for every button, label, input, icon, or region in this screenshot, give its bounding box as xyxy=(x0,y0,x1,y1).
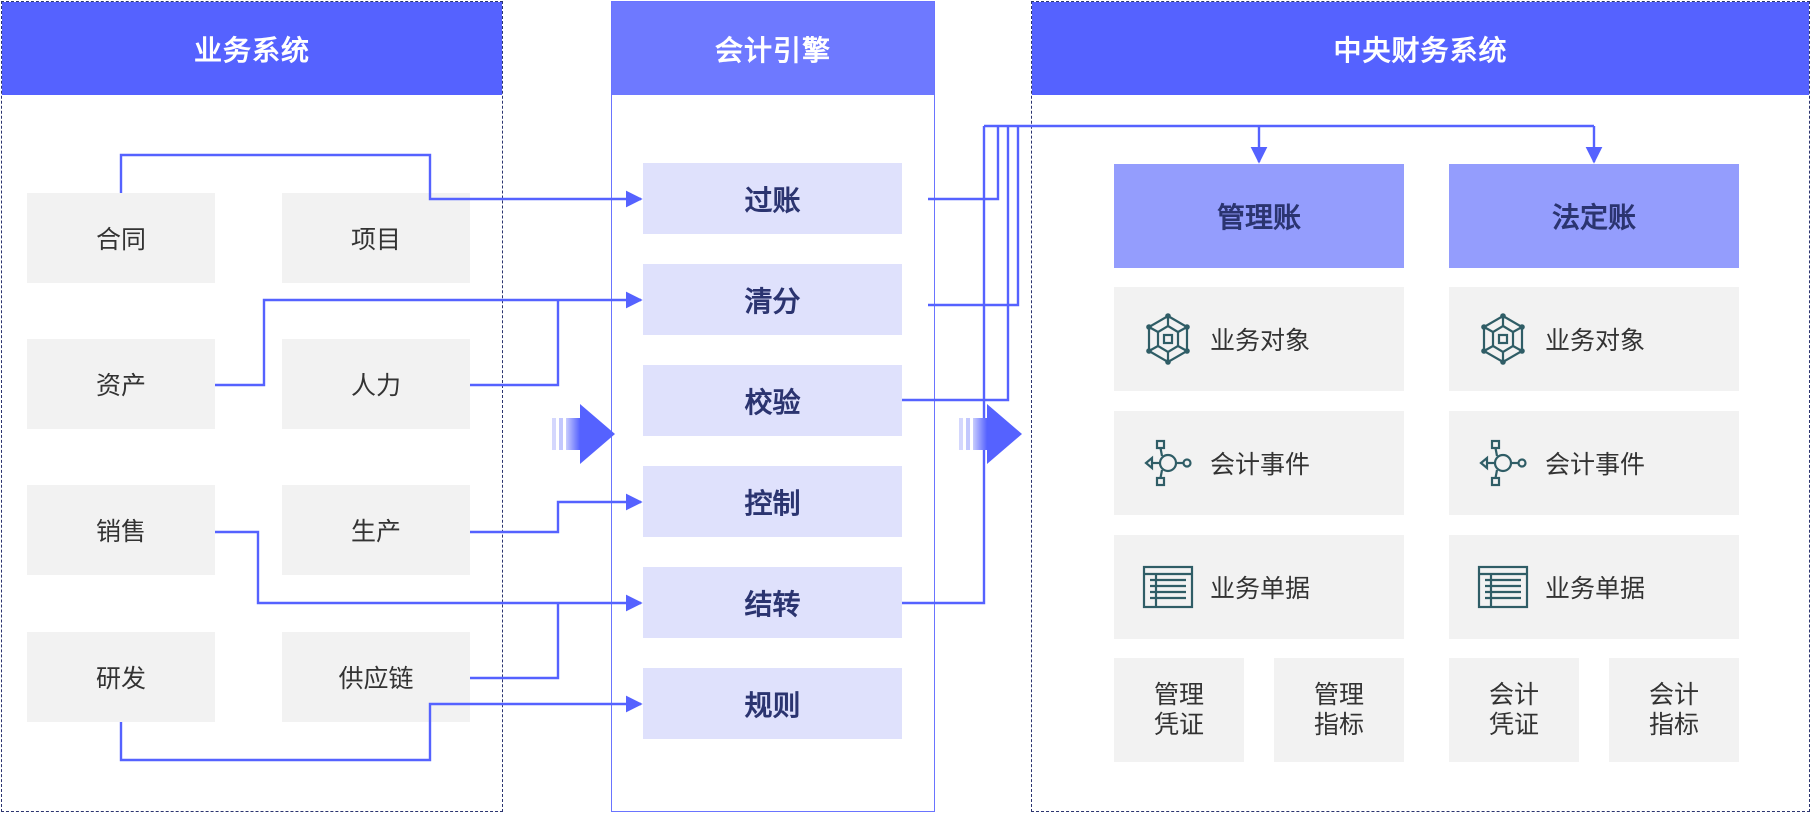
management-voucher-card: 管理凭证 xyxy=(1114,658,1244,762)
accounting-voucher-card: 会计凭证 xyxy=(1449,658,1579,762)
row-label: 业务单据 xyxy=(1210,574,1311,603)
engine-item-carryforward: 结转 xyxy=(643,567,902,638)
statutory-business-document: 业务单据 xyxy=(1449,535,1739,639)
card-line-1: 管理 xyxy=(1153,680,1204,709)
business-item-production: 生产 xyxy=(282,485,470,575)
card-line-1: 管理 xyxy=(1313,680,1364,709)
card-line-1: 会计 xyxy=(1648,680,1699,709)
link-posting-ledger xyxy=(928,126,1000,201)
card-line-2: 凭证 xyxy=(1153,710,1204,739)
business-system-title: 业务系统 xyxy=(2,2,502,95)
network-cube-icon xyxy=(1481,313,1525,365)
business-item-sales: 销售 xyxy=(27,485,215,575)
row-label: 业务对象 xyxy=(1210,326,1311,355)
statutory-ledger-header: 法定账 xyxy=(1449,164,1739,268)
engine-item-rules: 规则 xyxy=(643,668,902,739)
network-cube-icon xyxy=(1146,313,1190,365)
document-list-icon xyxy=(1477,565,1529,609)
accounting-engine-title: 会计引擎 xyxy=(612,2,934,95)
row-label: 会计事件 xyxy=(1545,450,1646,479)
flow-arrow-right xyxy=(959,404,1022,464)
accounting-indicator-card: 会计指标 xyxy=(1609,658,1739,762)
management-accounting-event: 会计事件 xyxy=(1114,411,1404,515)
row-label: 业务对象 xyxy=(1545,326,1646,355)
link-clearing-ledger xyxy=(928,126,1020,307)
row-label: 业务单据 xyxy=(1545,574,1646,603)
event-node-icon xyxy=(1479,439,1527,487)
card-line-1: 会计 xyxy=(1488,680,1539,709)
management-business-document: 业务单据 xyxy=(1114,535,1404,639)
business-item-rnd: 研发 xyxy=(27,632,215,722)
document-list-icon xyxy=(1142,565,1194,609)
flow-arrow-left xyxy=(552,404,615,464)
event-node-icon xyxy=(1144,439,1192,487)
management-business-object: 业务对象 xyxy=(1114,287,1404,391)
business-item-assets: 资产 xyxy=(27,339,215,429)
card-line-2: 指标 xyxy=(1313,710,1364,739)
engine-item-control: 控制 xyxy=(643,466,902,537)
card-line-2: 指标 xyxy=(1648,710,1699,739)
statutory-accounting-event: 会计事件 xyxy=(1449,411,1739,515)
business-item-project: 项目 xyxy=(282,193,470,283)
engine-item-clearing: 清分 xyxy=(643,264,902,335)
management-indicator-card: 管理指标 xyxy=(1274,658,1404,762)
row-label: 会计事件 xyxy=(1210,450,1311,479)
engine-item-posting: 过账 xyxy=(643,163,902,234)
central-finance-title: 中央财务系统 xyxy=(1032,2,1809,95)
management-ledger-header: 管理账 xyxy=(1114,164,1404,268)
engine-item-validation: 校验 xyxy=(643,365,902,436)
business-item-supply-chain: 供应链 xyxy=(282,632,470,722)
business-item-hr: 人力 xyxy=(282,339,470,429)
card-line-2: 凭证 xyxy=(1488,710,1539,739)
business-item-contract: 合同 xyxy=(27,193,215,283)
statutory-business-object: 业务对象 xyxy=(1449,287,1739,391)
